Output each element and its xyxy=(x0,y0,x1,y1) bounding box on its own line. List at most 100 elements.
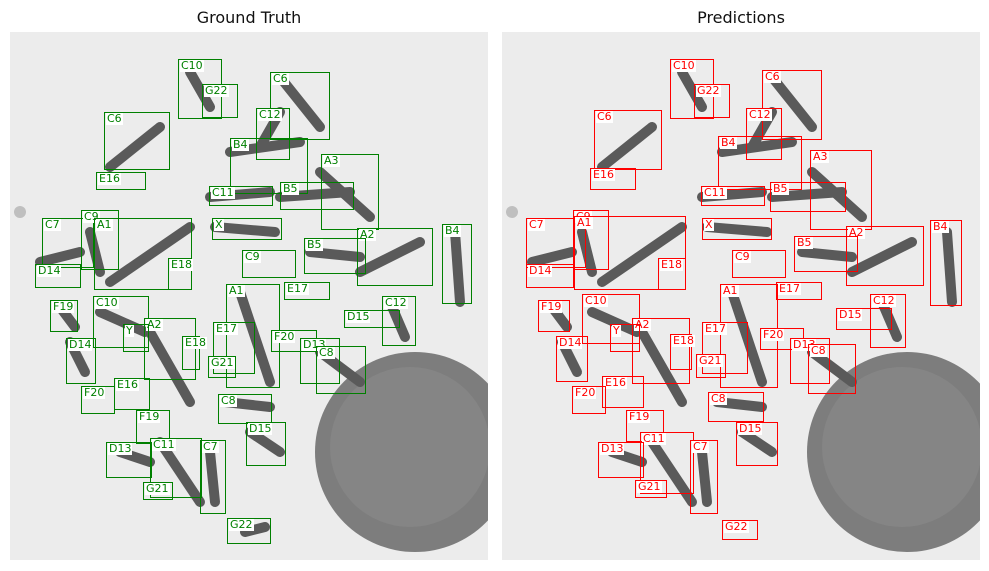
bounding-box xyxy=(208,356,236,378)
bounding-box xyxy=(658,258,686,290)
bounding-box xyxy=(213,322,255,374)
bounding-box xyxy=(382,296,416,346)
box-label: B4 xyxy=(932,220,949,233)
box-label: C8 xyxy=(220,394,237,407)
bounding-box xyxy=(123,324,149,352)
box-label: D14 xyxy=(37,264,62,277)
bounding-box xyxy=(526,264,574,288)
bounding-box xyxy=(246,422,286,466)
box-label: B5 xyxy=(282,182,299,195)
bounding-box xyxy=(776,282,822,300)
box-label: F20 xyxy=(83,386,106,399)
bounding-box xyxy=(182,336,200,370)
box-label: D15 xyxy=(248,422,273,435)
bounding-box xyxy=(316,346,366,394)
box-label: D15 xyxy=(738,422,763,435)
bounding-box xyxy=(526,218,586,268)
bounding-box xyxy=(35,264,81,288)
bounding-box xyxy=(168,258,192,290)
bounding-box xyxy=(696,354,726,378)
bounding-box xyxy=(702,218,772,240)
bounding-box xyxy=(640,432,694,494)
bounding-box xyxy=(808,344,856,394)
bounding-box xyxy=(280,182,354,210)
box-label: B5 xyxy=(796,236,813,249)
box-label: B5 xyxy=(772,182,789,195)
box-label: C10 xyxy=(95,296,119,309)
box-label: C11 xyxy=(152,438,176,451)
box-label: A2 xyxy=(146,318,163,331)
box-label: C9 xyxy=(83,210,100,223)
bounding-box xyxy=(304,238,366,274)
bounding-box xyxy=(870,294,906,348)
box-label: G21 xyxy=(698,354,723,367)
bounding-box xyxy=(635,480,667,498)
box-label: C12 xyxy=(872,294,896,307)
bounding-box xyxy=(708,392,764,422)
bounding-box xyxy=(594,110,662,170)
bounding-box xyxy=(810,150,872,230)
bounding-box xyxy=(300,338,340,384)
bounding-box xyxy=(602,376,644,408)
box-label: F20 xyxy=(762,328,785,341)
bounding-box xyxy=(321,154,379,230)
box-label: C10 xyxy=(180,59,204,72)
box-label: F19 xyxy=(540,300,563,313)
box-label: C6 xyxy=(272,72,289,85)
box-label: F19 xyxy=(52,300,75,313)
bounding-box xyxy=(610,324,640,352)
predictions-title: Predictions xyxy=(697,8,785,27)
box-label: Y xyxy=(125,324,134,337)
bounding-box xyxy=(96,172,146,190)
box-label: C9 xyxy=(244,250,261,263)
box-label: C6 xyxy=(596,110,613,123)
box-label: D14 xyxy=(528,264,553,277)
bounding-box xyxy=(722,520,758,540)
bounding-box xyxy=(202,84,238,118)
box-label: C8 xyxy=(810,344,827,357)
box-label: C7 xyxy=(692,440,709,453)
box-label: Y xyxy=(612,324,621,337)
bounding-box xyxy=(690,440,718,514)
box-label: A1 xyxy=(96,218,113,231)
bounding-box xyxy=(66,338,96,384)
bounding-box xyxy=(442,224,472,304)
bounding-box xyxy=(230,138,308,194)
box-label: C8 xyxy=(710,392,727,405)
bounding-box xyxy=(209,186,273,206)
box-label: E16 xyxy=(98,172,121,185)
bounding-box xyxy=(598,442,644,478)
box-label: F19 xyxy=(138,410,161,423)
box-label: E18 xyxy=(184,336,207,349)
box-label: C7 xyxy=(44,218,61,231)
bounding-box xyxy=(50,300,78,332)
box-label: B4 xyxy=(720,136,737,149)
bounding-box xyxy=(930,220,962,306)
box-label: B4 xyxy=(444,224,461,237)
bounding-box xyxy=(270,72,330,140)
bounding-box xyxy=(104,112,170,170)
bounding-box xyxy=(572,386,606,414)
micrograph-image xyxy=(502,32,980,560)
bounding-box xyxy=(256,108,290,160)
bounding-box xyxy=(573,210,609,270)
bounding-box xyxy=(590,168,636,190)
bounding-box xyxy=(200,440,226,514)
box-label: G22 xyxy=(696,84,721,97)
bounding-box xyxy=(538,300,570,332)
bounding-box xyxy=(736,422,778,466)
bounding-box xyxy=(106,442,152,478)
bounding-box xyxy=(556,336,588,382)
bounding-box xyxy=(746,108,782,160)
box-label: D14 xyxy=(68,338,93,351)
box-label: G22 xyxy=(724,520,749,533)
predictions-panel: C10G22C6C12C6B4A3E16C11B5C7C9A1XA2B4E18B… xyxy=(502,32,980,560)
box-label: E16 xyxy=(592,168,615,181)
box-label: C12 xyxy=(384,296,408,309)
bounding-box xyxy=(770,182,846,212)
bounding-box xyxy=(836,308,892,330)
box-label: A2 xyxy=(634,318,651,331)
box-label: C10 xyxy=(672,59,696,72)
box-label: D13 xyxy=(108,442,133,455)
